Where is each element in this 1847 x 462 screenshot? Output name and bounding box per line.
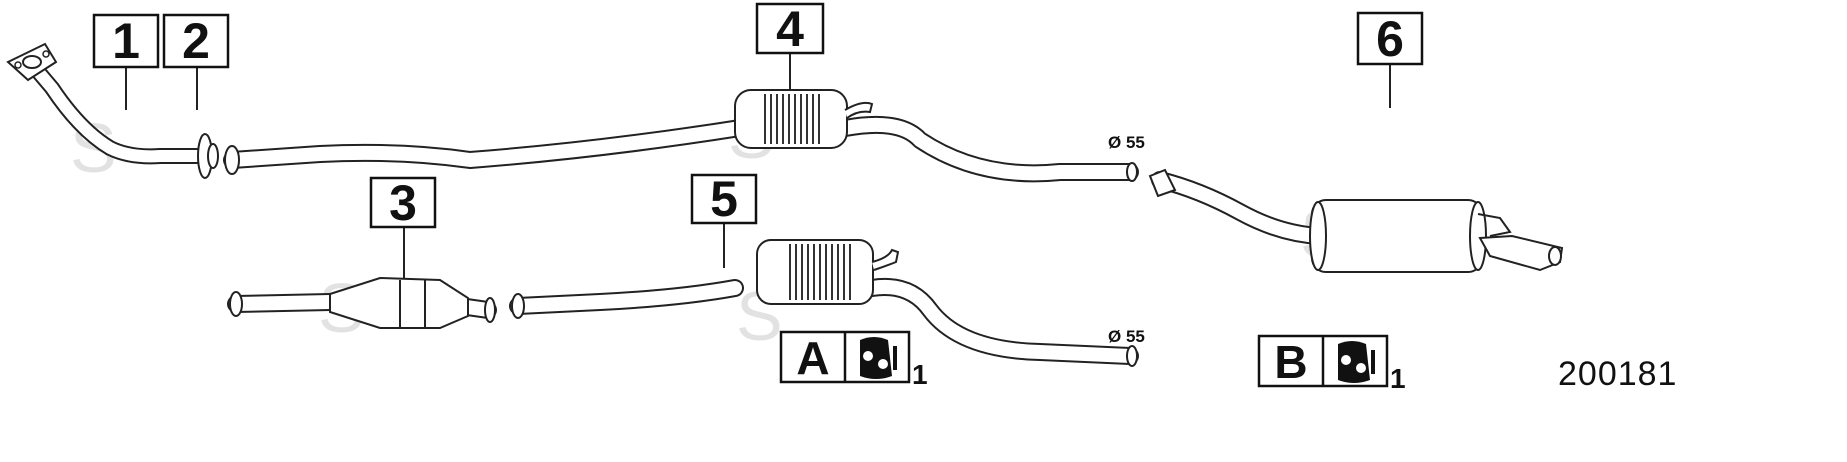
diameter-label-lower: Ø 55	[1108, 327, 1145, 346]
rubber-mount-icon	[1338, 341, 1375, 383]
legend-a[interactable]: A 1	[779, 330, 928, 390]
callout-5[interactable]: 5	[690, 171, 758, 227]
part-1-front-pipe[interactable]	[6, 42, 213, 165]
muffler-4-ribs	[764, 94, 820, 144]
part-2-gasket[interactable]	[197, 133, 219, 179]
svg-text:5: 5	[710, 171, 738, 227]
part-3-catalytic-converter[interactable]	[227, 276, 497, 329]
svg-text:4: 4	[776, 1, 804, 57]
svg-text:6: 6	[1376, 11, 1404, 67]
legend-a-letter: A	[796, 332, 829, 384]
svg-text:Ø 55: Ø 55	[1108, 327, 1145, 346]
diagram-number: 200181	[1558, 355, 1677, 393]
part-5-center-section[interactable]	[509, 239, 1139, 367]
svg-text:2: 2	[182, 13, 210, 69]
part-4-center-section[interactable]	[223, 89, 1139, 183]
muffler-5-ribs	[789, 244, 851, 300]
rubber-mount-icon	[860, 337, 897, 379]
part-6-rear-muffler[interactable]	[1148, 168, 1564, 273]
svg-text:3: 3	[389, 175, 417, 231]
callout-1[interactable]: 1	[92, 13, 160, 69]
legend-b-qty: 1	[1390, 363, 1406, 394]
callout-6[interactable]: 6	[1356, 11, 1424, 67]
svg-text:1: 1	[112, 13, 140, 69]
callout-3[interactable]: 3	[369, 175, 437, 231]
legend-b[interactable]: B 1	[1257, 334, 1406, 394]
callout-4[interactable]: 4	[755, 1, 825, 57]
diameter-label-upper: Ø 55	[1108, 133, 1145, 152]
callout-2[interactable]: 2	[162, 13, 230, 69]
legend-b-letter: B	[1274, 336, 1307, 388]
svg-text:Ø 55: Ø 55	[1108, 133, 1145, 152]
legend-a-qty: 1	[912, 359, 928, 390]
